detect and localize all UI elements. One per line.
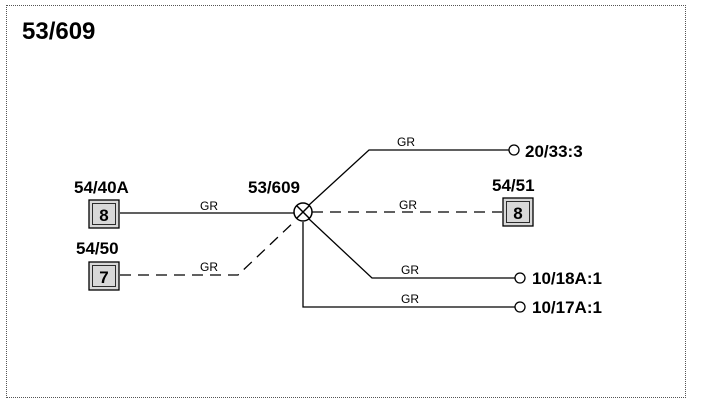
connector-54-40a-pin: 8	[99, 206, 108, 225]
splice-label: 53/609	[248, 178, 300, 197]
terminal-10-18a-1-circle	[514, 272, 526, 284]
connector-54-40a-box	[88, 199, 120, 229]
wire-label: GR	[200, 199, 218, 213]
terminal-20-33-3-label: 20/33:3	[525, 142, 583, 161]
splice-53-609	[293, 202, 313, 222]
connector-54-40a-label: 54/40A	[74, 178, 129, 197]
connector-54-50-label: 54/50	[76, 239, 119, 258]
connector-54-50-box	[88, 261, 120, 291]
connector-54-51-pin: 8	[513, 204, 522, 223]
terminal-10-18a-1-label: 10/18A:1	[532, 269, 602, 288]
terminal-20-33-3-circle	[508, 144, 520, 156]
wire-label: GR	[399, 198, 417, 212]
connector-54-51-label: 54/51	[492, 176, 535, 195]
connector-54-50-pin: 7	[99, 268, 108, 287]
terminal-10-17a-1-circle	[514, 301, 526, 313]
terminal-10-17a-1-label: 10/17A:1	[532, 298, 602, 317]
connector-54-51-box	[502, 197, 534, 227]
diagram-frame	[6, 5, 686, 398]
wire-splice-to-20-33-3	[308, 149, 509, 206]
wire-splice-to-10-17a-1	[302, 222, 515, 308]
diagram-title: 53/609	[22, 18, 96, 45]
wire-label: GR	[200, 260, 218, 274]
wire-label: GR	[401, 292, 419, 306]
wire-label: GR	[397, 135, 415, 149]
wire-label: GR	[401, 263, 419, 277]
wire-splice-to-10-18a-1	[308, 218, 515, 279]
wire-54-50-to-splice	[120, 219, 297, 276]
